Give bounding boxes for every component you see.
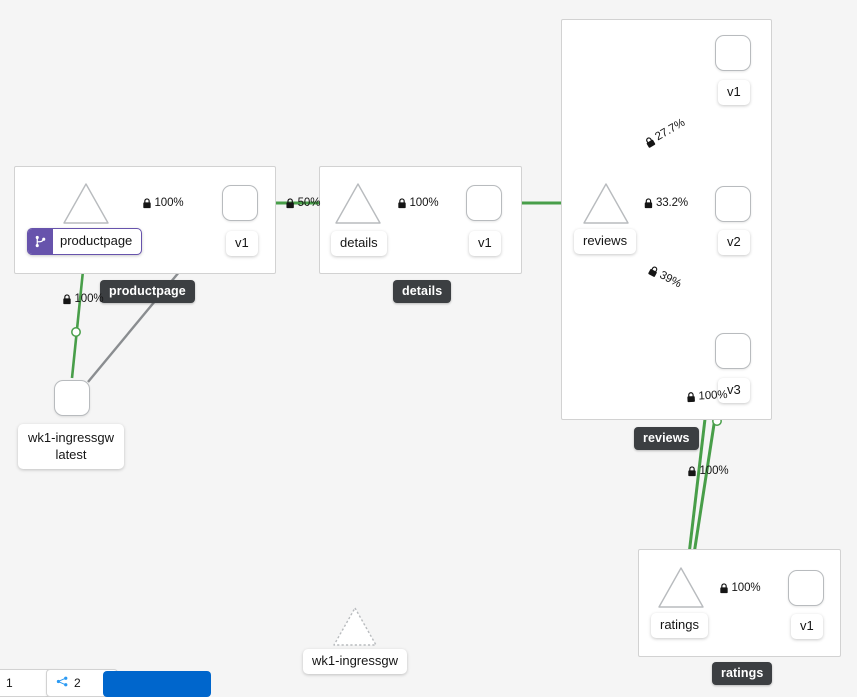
node-productpage-v1[interactable] [222,185,258,221]
edge-percent: 100% [154,197,184,209]
node-label-details[interactable]: details [331,231,387,256]
lock-icon [687,465,696,477]
share-icon [56,675,69,691]
edge-label-ratings-to-v1: 100% [719,582,761,594]
bottom-toolbar: 1 2 [0,669,857,697]
node-productpage-app[interactable] [62,182,110,224]
app-triangle-icon [582,182,630,224]
namespace-badge-productpage: productpage [100,280,195,303]
app-triangle-icon [62,182,110,224]
edge-label-reviews-to-v3: 39% [647,264,683,290]
node-label-productpage-v1[interactable]: v1 [226,231,258,256]
node-label-reviews-v2[interactable]: v2 [718,230,750,255]
edge-percent: 100% [409,197,439,209]
edge-percent: 100% [699,465,729,477]
edge-label-reviews-v3-to-ratings: 100% [687,465,729,477]
code-branch-icon [28,229,53,254]
edge-label-productpage-v1-to-details: 50% [286,197,321,209]
chip-count-text: 2 [74,676,81,690]
node-label-reviews-v1[interactable]: v1 [718,80,750,105]
node-details-v1[interactable] [466,185,502,221]
node-ratings-v1[interactable] [788,570,824,606]
namespace-badge-reviews: reviews [634,427,699,450]
edge-percent: 100% [698,388,728,403]
node-label-productpage-text: productpage [60,233,133,248]
edge-label-reviews-v2-to-ratings: 100% [686,389,728,403]
node-reviews-v2[interactable] [715,186,751,222]
node-reviews-v1[interactable] [715,35,751,71]
app-triangle-icon [334,182,382,224]
edge-percent: 33.2% [655,197,689,209]
node-ratings-app[interactable] [657,566,705,608]
node-label-reviews[interactable]: reviews [574,229,637,254]
lock-icon [643,135,656,149]
node-label-ingressgw-line2: latest [55,447,87,462]
namespace-badge-ratings: ratings [712,662,773,685]
lock-icon [397,197,406,209]
node-ingressgw[interactable] [54,380,90,416]
node-label-ratings[interactable]: ratings [651,613,709,638]
edge-label-details-to-v1: 100% [397,197,439,209]
node-label-reviews-v3[interactable]: v3 [718,378,750,403]
legend-button[interactable] [103,671,211,697]
node-reviews-app[interactable] [582,182,630,224]
node-label-productpage[interactable]: productpage [27,228,143,255]
app-triangle-icon [657,566,705,608]
node-label-ingressgw-service[interactable]: wk1-ingressgw [303,649,407,674]
lock-icon [647,264,660,278]
node-details-app[interactable] [334,182,382,224]
edge-percent: 100% [74,293,104,305]
chip-left-text: 1 [6,676,13,690]
node-label-ratings-v1[interactable]: v1 [791,614,823,639]
lock-icon [719,582,728,594]
node-ingressgw-service[interactable] [331,605,379,647]
node-label-details-v1[interactable]: v1 [469,231,501,256]
service-triangle-icon [331,605,379,647]
lock-icon [142,197,151,209]
edge-percent: 100% [731,582,761,594]
node-reviews-v3[interactable] [715,333,751,369]
edge-label-reviews-to-v1: 27.7% [643,117,687,149]
lock-icon [686,391,696,402]
node-label-ingressgw[interactable]: wk1-ingressgw latest [18,424,124,469]
edge-label-ingressgw-to-productpage: 100% [62,293,104,305]
namespace-badge-details: details [393,280,452,303]
edge-percent: 50% [297,197,321,209]
edge-label-reviews-to-v2: 33.2% [644,197,688,209]
edge-label-productpage-to-v1: 100% [142,197,184,209]
lock-icon [286,197,295,209]
node-label-ingressgw-line1: wk1-ingressgw [28,430,114,445]
lock-icon [62,293,71,305]
lock-icon [644,197,653,209]
